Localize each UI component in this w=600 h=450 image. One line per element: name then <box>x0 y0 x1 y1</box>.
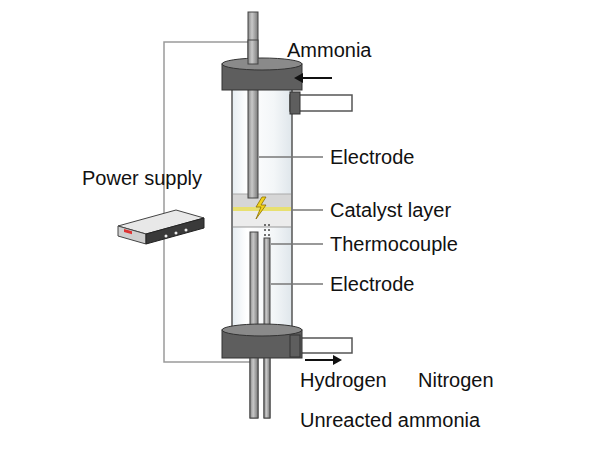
leader-line <box>259 157 323 284</box>
part-label: Power supply <box>82 166 202 190</box>
part-label: Electrode <box>330 272 415 296</box>
part-label: Nitrogen <box>418 368 494 392</box>
part-label: Ammonia <box>287 38 371 62</box>
part-label: Hydrogen <box>300 368 387 392</box>
catalyst-layer <box>233 194 291 227</box>
top-electrode <box>248 12 258 198</box>
part-label: Thermocouple <box>330 232 458 256</box>
discharge-spark <box>256 197 266 219</box>
glass-tube <box>232 80 292 336</box>
part-label: Catalyst layer <box>330 198 451 222</box>
thermocouple-tip <box>265 224 269 238</box>
power-supply-device <box>118 210 204 244</box>
part-label: Unreacted ammonia <box>300 408 480 432</box>
part-label: Electrode <box>330 145 415 169</box>
